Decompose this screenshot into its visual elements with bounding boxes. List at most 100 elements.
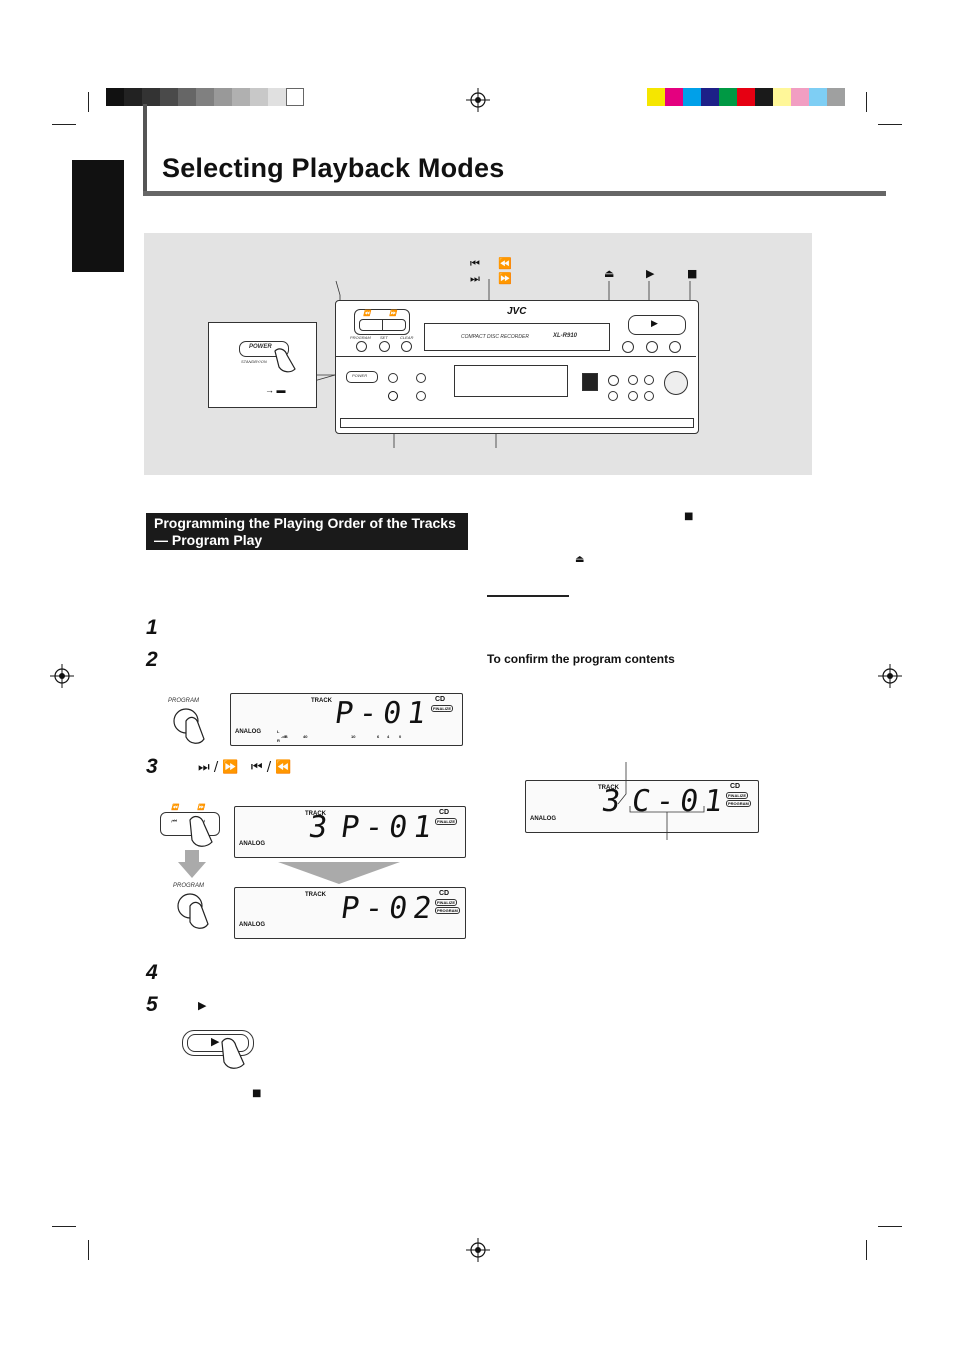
lcd4-track-label: TRACK xyxy=(598,785,619,791)
program-illus-label-2: PROGRAM xyxy=(173,883,205,889)
registration-target-right xyxy=(878,664,902,688)
finalize-button[interactable] xyxy=(608,375,619,386)
skip-press-finger-icon xyxy=(189,815,213,847)
set-button-label: SET xyxy=(380,335,388,340)
lcd-display-3-c01: TRACK 3 C-01 CD FINALIZE PROGRAM ANALOG xyxy=(525,780,759,833)
lcd2-track-number: 3 xyxy=(306,810,336,845)
inset-standby-label: STANDBY/ON xyxy=(241,359,267,364)
lcd4-program-badge: PROGRAM xyxy=(726,800,751,807)
display-window xyxy=(454,365,568,397)
skip-back-button[interactable] xyxy=(359,319,383,331)
play-button-inner xyxy=(187,1034,249,1052)
lcd4-finalize-label: FINALIZE xyxy=(726,792,748,799)
lcd1-track-label: TRACK xyxy=(311,698,332,704)
lcd2-analog-label: ANALOG xyxy=(239,841,265,847)
eject-icon: ⏏ xyxy=(604,267,615,280)
lcd3-program-badge: PROGRAM xyxy=(435,907,460,914)
cd-recorder-illustration: ⏪ ⏩ PROGRAM SET CLEAR JVC COMPACT DISC R… xyxy=(335,300,699,434)
program-button-press-icon xyxy=(173,708,205,744)
lcd1-finalize-label: FINALIZE xyxy=(431,705,453,712)
jvc-logo: JVC xyxy=(507,306,527,317)
title-frame-left-rule xyxy=(143,104,147,196)
pad-skip-back-icon: ⏪ xyxy=(363,311,371,317)
program-button[interactable] xyxy=(356,341,367,352)
device-top-divider xyxy=(336,356,696,357)
rec-button[interactable] xyxy=(644,375,654,385)
language-tab xyxy=(72,160,124,272)
digital-sync-button[interactable] xyxy=(644,391,654,401)
repeat-button[interactable] xyxy=(388,373,398,383)
rec-mute-button[interactable] xyxy=(628,375,638,385)
disc-logo xyxy=(582,373,598,391)
lcd1-scale-40: 40 xyxy=(303,734,308,739)
rec-level-knob[interactable] xyxy=(664,371,688,395)
step-5-number: 5 xyxy=(146,993,158,1016)
inset-power-label: POWER xyxy=(249,344,272,350)
auto-track-button[interactable] xyxy=(416,373,426,383)
power-button-label: POWER xyxy=(352,373,368,378)
play-illus-icon: ▶ xyxy=(211,1036,220,1048)
pressing-finger-icon xyxy=(274,348,296,373)
lcd1-analog-label: ANALOG xyxy=(235,729,261,735)
model-description: COMPACT DISC RECORDER xyxy=(461,334,529,340)
play-press-finger-icon xyxy=(221,1037,245,1069)
play-button-icon: ▶ xyxy=(651,318,658,328)
lcd3-cd-label: CD xyxy=(439,890,450,897)
skip-fwd-button[interactable] xyxy=(382,319,406,331)
note-rule xyxy=(487,595,569,597)
pause-button[interactable] xyxy=(646,341,658,353)
lcd1-scale-10: 10 xyxy=(351,734,356,739)
lcd1-level-r: R xyxy=(277,738,280,743)
display-button[interactable] xyxy=(416,391,426,401)
program-button-label: PROGRAM xyxy=(350,335,371,340)
section-heading: Programming the Playing Order of the Tra… xyxy=(146,513,468,550)
registration-target-left xyxy=(50,664,74,688)
eject-button[interactable] xyxy=(622,341,634,353)
lcd4-callout-lines xyxy=(617,762,705,840)
skip-button-pad[interactable]: ⏪ ⏩ xyxy=(354,309,410,335)
erase-button[interactable] xyxy=(628,391,638,401)
right-eject-icon: ⏏ xyxy=(575,554,585,565)
wide-down-arrow-icon xyxy=(278,862,400,884)
step-1-number: 1 xyxy=(146,616,158,639)
lcd2-digits: P-01 xyxy=(338,810,440,845)
skip-back-icon: ⏮ xyxy=(470,257,480,270)
pad-skip-fwd-icon: ⏩ xyxy=(389,311,397,317)
illus-fastfwd-icon: ⏩ xyxy=(197,805,205,811)
lcd1-level-l: L xyxy=(277,729,280,734)
fast-forward-icon: ⏩ xyxy=(498,272,512,285)
lcd-display-p02: TRACK P-02 CD FINALIZE PROGRAM ANALOG xyxy=(234,887,466,939)
registration-target-bottom xyxy=(466,1238,490,1262)
lcd3-digits: P-02 xyxy=(338,891,440,926)
inset-power-button[interactable]: POWER xyxy=(239,341,289,357)
program-button-press-icon-2 xyxy=(177,893,209,929)
clear-button[interactable] xyxy=(401,341,412,352)
power-button[interactable]: POWER xyxy=(346,371,378,383)
stop-button[interactable] xyxy=(669,341,681,353)
power-inset: POWER STANDBY/ON → ▬ xyxy=(208,322,317,408)
model-number: XL-R910 xyxy=(553,333,578,339)
step-2-number: 2 xyxy=(146,648,158,671)
lcd1-digits: P-01 xyxy=(332,696,434,731)
step-5-stop-icon: ■ xyxy=(252,1088,262,1099)
lcd3-finalize-label: FINALIZE xyxy=(435,899,457,906)
set-button[interactable] xyxy=(379,341,390,352)
random-button[interactable] xyxy=(388,391,398,401)
stop-icon: ■ xyxy=(687,267,698,280)
down-arrow-icon xyxy=(178,850,206,878)
step-3-number: 3 xyxy=(146,755,158,778)
lcd2-finalize-label: FINALIZE xyxy=(435,818,457,825)
play-button[interactable]: ▶ xyxy=(628,315,686,335)
lcd4-analog-label: ANALOG xyxy=(530,816,556,822)
rewind-icon: ⏪ xyxy=(498,257,512,270)
lcd3-analog-label: ANALOG xyxy=(239,922,265,928)
lcd-display-3-p01: TRACK 3 P-01 CD FINALIZE ANALOG xyxy=(234,806,466,858)
play-icon: ▶ xyxy=(646,267,655,280)
registration-target-top xyxy=(466,88,490,112)
device-bottom-strip xyxy=(340,418,694,428)
page-title: Selecting Playback Modes xyxy=(162,153,505,183)
lcd1-scale-0: 0 xyxy=(399,734,402,739)
disc-tray: JVC COMPACT DISC RECORDER XL-R910 xyxy=(424,306,610,351)
rec-source-button[interactable] xyxy=(608,391,618,401)
illus-rewind-icon: ⏪ xyxy=(171,805,179,811)
